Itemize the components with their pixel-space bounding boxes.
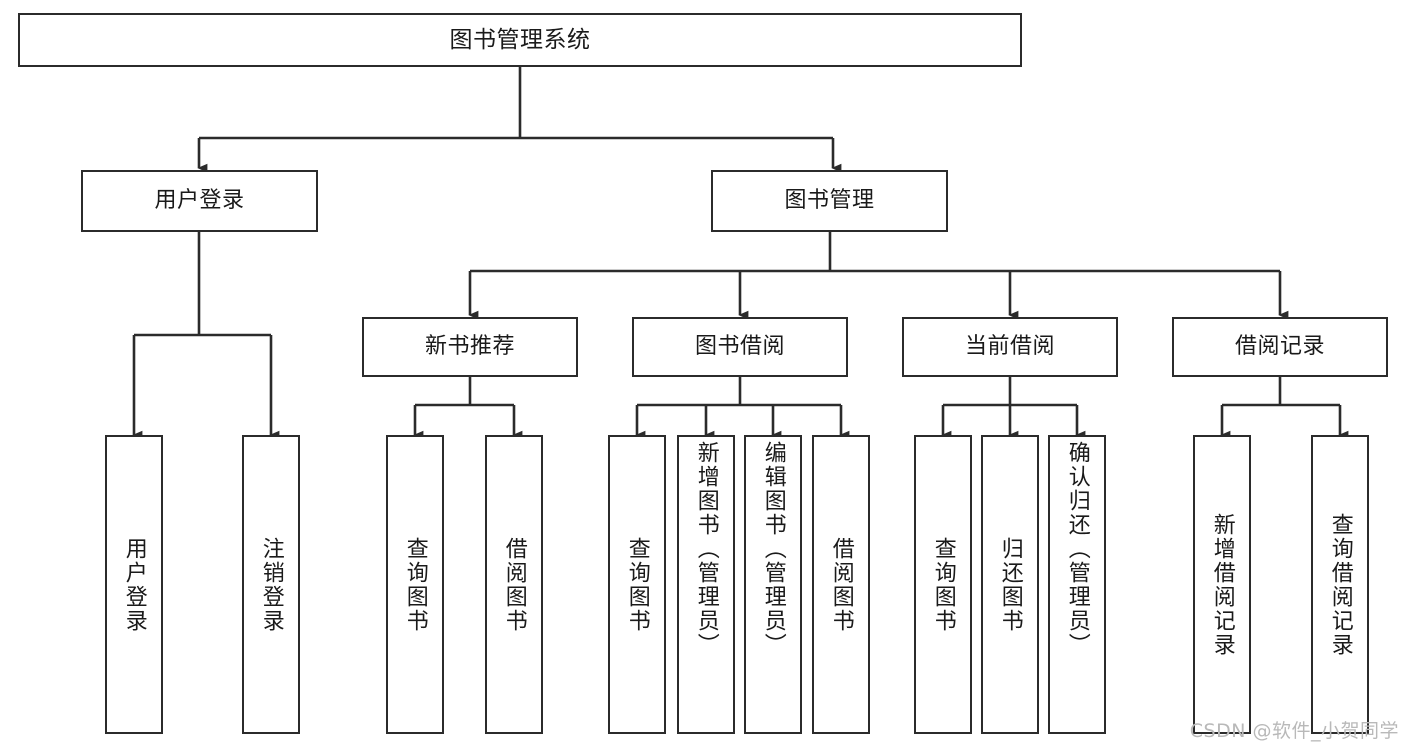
node-label: 借阅图书 <box>501 536 527 633</box>
node-label: 当前借阅 <box>964 334 1055 360</box>
node-book-borrow[interactable]: 图书借阅 <box>632 317 848 377</box>
node-label: 借阅图书 <box>828 536 854 633</box>
node-label: 确认归还（管理员） <box>1064 441 1090 657</box>
leaf-query-book-current[interactable]: 查询图书 <box>914 435 972 734</box>
node-label: 用户登录 <box>121 536 147 633</box>
leaf-confirm-return-admin[interactable]: 确认归还（管理员） <box>1048 435 1106 734</box>
node-current-borrow[interactable]: 当前借阅 <box>902 317 1118 377</box>
node-label: 图书管理 <box>784 188 875 214</box>
node-user-login[interactable]: 用户登录 <box>81 170 318 232</box>
leaf-user-login[interactable]: 用户登录 <box>105 435 163 734</box>
node-root-system[interactable]: 图书管理系统 <box>18 13 1022 67</box>
node-label: 新增图书（管理员） <box>693 441 719 657</box>
leaf-user-logout[interactable]: 注销登录 <box>242 435 300 734</box>
node-borrow-record[interactable]: 借阅记录 <box>1172 317 1388 377</box>
node-label: 编辑图书（管理员） <box>760 441 786 657</box>
leaf-add-borrow-record[interactable]: 新增借阅记录 <box>1193 435 1251 734</box>
node-label: 查询借阅记录 <box>1327 512 1353 657</box>
leaf-borrow-book[interactable]: 借阅图书 <box>812 435 870 734</box>
node-label: 图书管理系统 <box>449 26 591 53</box>
node-label: 归还图书 <box>997 536 1023 633</box>
leaf-edit-book-admin[interactable]: 编辑图书（管理员） <box>744 435 802 734</box>
node-label: 查询图书 <box>402 536 428 633</box>
node-label: 查询图书 <box>930 536 956 633</box>
node-label: 新增借阅记录 <box>1209 512 1235 657</box>
leaf-borrow-book-recommend[interactable]: 借阅图书 <box>485 435 543 734</box>
leaf-add-book-admin[interactable]: 新增图书（管理员） <box>677 435 735 734</box>
csdn-watermark: CSDN @软件_小贺同学 <box>1189 720 1399 742</box>
leaf-query-borrow-record[interactable]: 查询借阅记录 <box>1311 435 1369 734</box>
node-label: 注销登录 <box>258 536 284 633</box>
node-label: 用户登录 <box>154 188 245 214</box>
node-new-book-recommend[interactable]: 新书推荐 <box>362 317 578 377</box>
node-label: 新书推荐 <box>424 334 515 360</box>
leaf-query-book-borrow[interactable]: 查询图书 <box>608 435 666 734</box>
leaf-return-book[interactable]: 归还图书 <box>981 435 1039 734</box>
node-label: 查询图书 <box>624 536 650 633</box>
node-label: 图书借阅 <box>694 334 785 360</box>
node-label: 借阅记录 <box>1234 334 1325 360</box>
node-book-management[interactable]: 图书管理 <box>711 170 948 232</box>
leaf-query-book-recommend[interactable]: 查询图书 <box>386 435 444 734</box>
